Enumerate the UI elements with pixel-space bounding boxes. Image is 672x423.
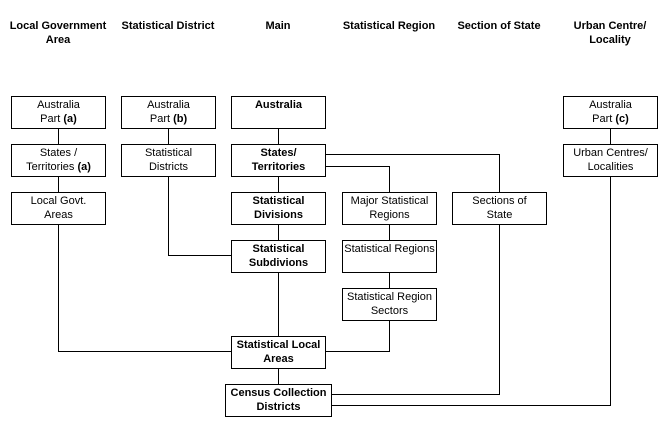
box-label: Sections of bbox=[472, 195, 527, 207]
box-label: Districts bbox=[256, 401, 301, 413]
box-urban-centres-localities: Urban Centres/ Localities bbox=[563, 144, 658, 177]
header-statistical-district: Statistical District bbox=[121, 20, 215, 32]
box-australia-part-a: Australia Part (a) bbox=[11, 96, 106, 129]
header-urban-centre: Urban Centre/ Locality bbox=[573, 20, 647, 46]
connector bbox=[58, 127, 231, 352]
connector bbox=[326, 166, 390, 352]
box-label: Australia bbox=[37, 99, 80, 111]
box-major-statistical-regions: Major Statistical Regions bbox=[342, 192, 437, 225]
box-statistical-divisions: Statistical Divisions bbox=[231, 192, 326, 225]
box-label: State bbox=[486, 209, 513, 221]
box-label: Part bbox=[40, 113, 64, 125]
footnote-ref: (b) bbox=[173, 113, 188, 125]
box-label: Districts bbox=[148, 161, 189, 173]
box-label: Statistical bbox=[252, 195, 305, 207]
box-statistical-regions: Statistical Regions bbox=[342, 240, 437, 273]
connector bbox=[332, 223, 500, 395]
box-label: Australia bbox=[254, 99, 303, 111]
box-label: Major Statistical bbox=[350, 195, 429, 207]
header-lga: Local Government Area bbox=[9, 20, 107, 46]
box-label: Territories bbox=[251, 161, 306, 173]
box-australia-part-c: Australia Part (c) bbox=[563, 96, 658, 129]
box-local-govt-areas: Local Govt. Areas bbox=[11, 192, 106, 225]
box-label: Urban Centres/ bbox=[573, 147, 648, 159]
box-label: Local Govt. bbox=[30, 195, 87, 207]
box-states-territories-a: States / Territories (a) bbox=[11, 144, 106, 177]
box-statistical-districts: Statistical Districts bbox=[121, 144, 216, 177]
box-statistical-subdivisions: Statistical Subdivions bbox=[231, 240, 326, 273]
box-label: Australia bbox=[147, 99, 190, 111]
box-sections-of-state: Sections of State bbox=[452, 192, 547, 225]
footnote-ref: (a) bbox=[77, 161, 91, 173]
box-label: Australia bbox=[589, 99, 632, 111]
box-census-collection-districts: Census Collection Districts bbox=[225, 384, 332, 417]
connector bbox=[332, 127, 611, 406]
box-label: Regions bbox=[369, 209, 410, 221]
connector bbox=[326, 154, 500, 192]
box-australia-part-b: Australia Part (b) bbox=[121, 96, 216, 129]
box-label: Census Collection bbox=[230, 387, 327, 399]
box-label: Sectors bbox=[370, 305, 409, 317]
box-label: Localities bbox=[587, 161, 634, 173]
box-label: Statistical bbox=[144, 147, 193, 159]
box-label: Statistical Regions bbox=[344, 243, 435, 255]
box-label: States / bbox=[39, 147, 78, 159]
box-label: States/ bbox=[260, 147, 297, 159]
footnote-ref: (c) bbox=[615, 113, 629, 125]
connector bbox=[168, 127, 231, 256]
box-label: Divisions bbox=[254, 209, 303, 221]
header-main: Main bbox=[265, 20, 291, 32]
box-statistical-local-areas: Statistical Local Areas bbox=[231, 336, 326, 369]
box-label: Part bbox=[149, 113, 174, 125]
box-australia-main: Australia bbox=[231, 96, 326, 129]
box-label: Areas bbox=[44, 209, 73, 221]
footnote-ref: (a) bbox=[63, 113, 77, 125]
box-statistical-region-sectors: Statistical Region Sectors bbox=[342, 288, 437, 321]
box-label: Territories bbox=[26, 161, 78, 173]
box-label: Part bbox=[592, 113, 616, 125]
header-statistical-region: Statistical Region bbox=[342, 20, 436, 32]
box-label: Statistical Local bbox=[236, 339, 321, 351]
box-label: Statistical Region bbox=[347, 291, 432, 303]
box-label: Areas bbox=[263, 353, 294, 365]
box-states-territories: States/ Territories bbox=[231, 144, 326, 177]
box-label: Subdivions bbox=[248, 257, 309, 269]
box-label: Statistical bbox=[252, 243, 305, 255]
header-section-of-state: Section of State bbox=[457, 20, 541, 32]
